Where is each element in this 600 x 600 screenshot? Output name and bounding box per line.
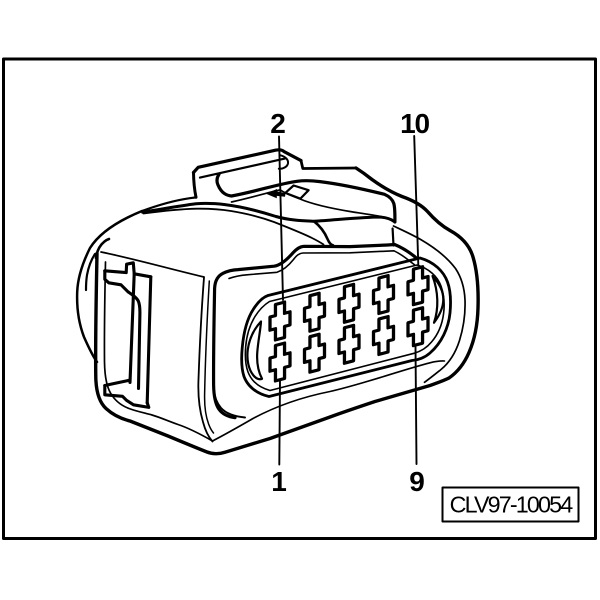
svg-text:2: 2: [270, 108, 286, 139]
svg-text:10: 10: [400, 108, 429, 139]
svg-text:9: 9: [409, 466, 425, 497]
svg-text:CLV97-10054: CLV97-10054: [450, 492, 574, 518]
svg-text:1: 1: [271, 466, 287, 497]
